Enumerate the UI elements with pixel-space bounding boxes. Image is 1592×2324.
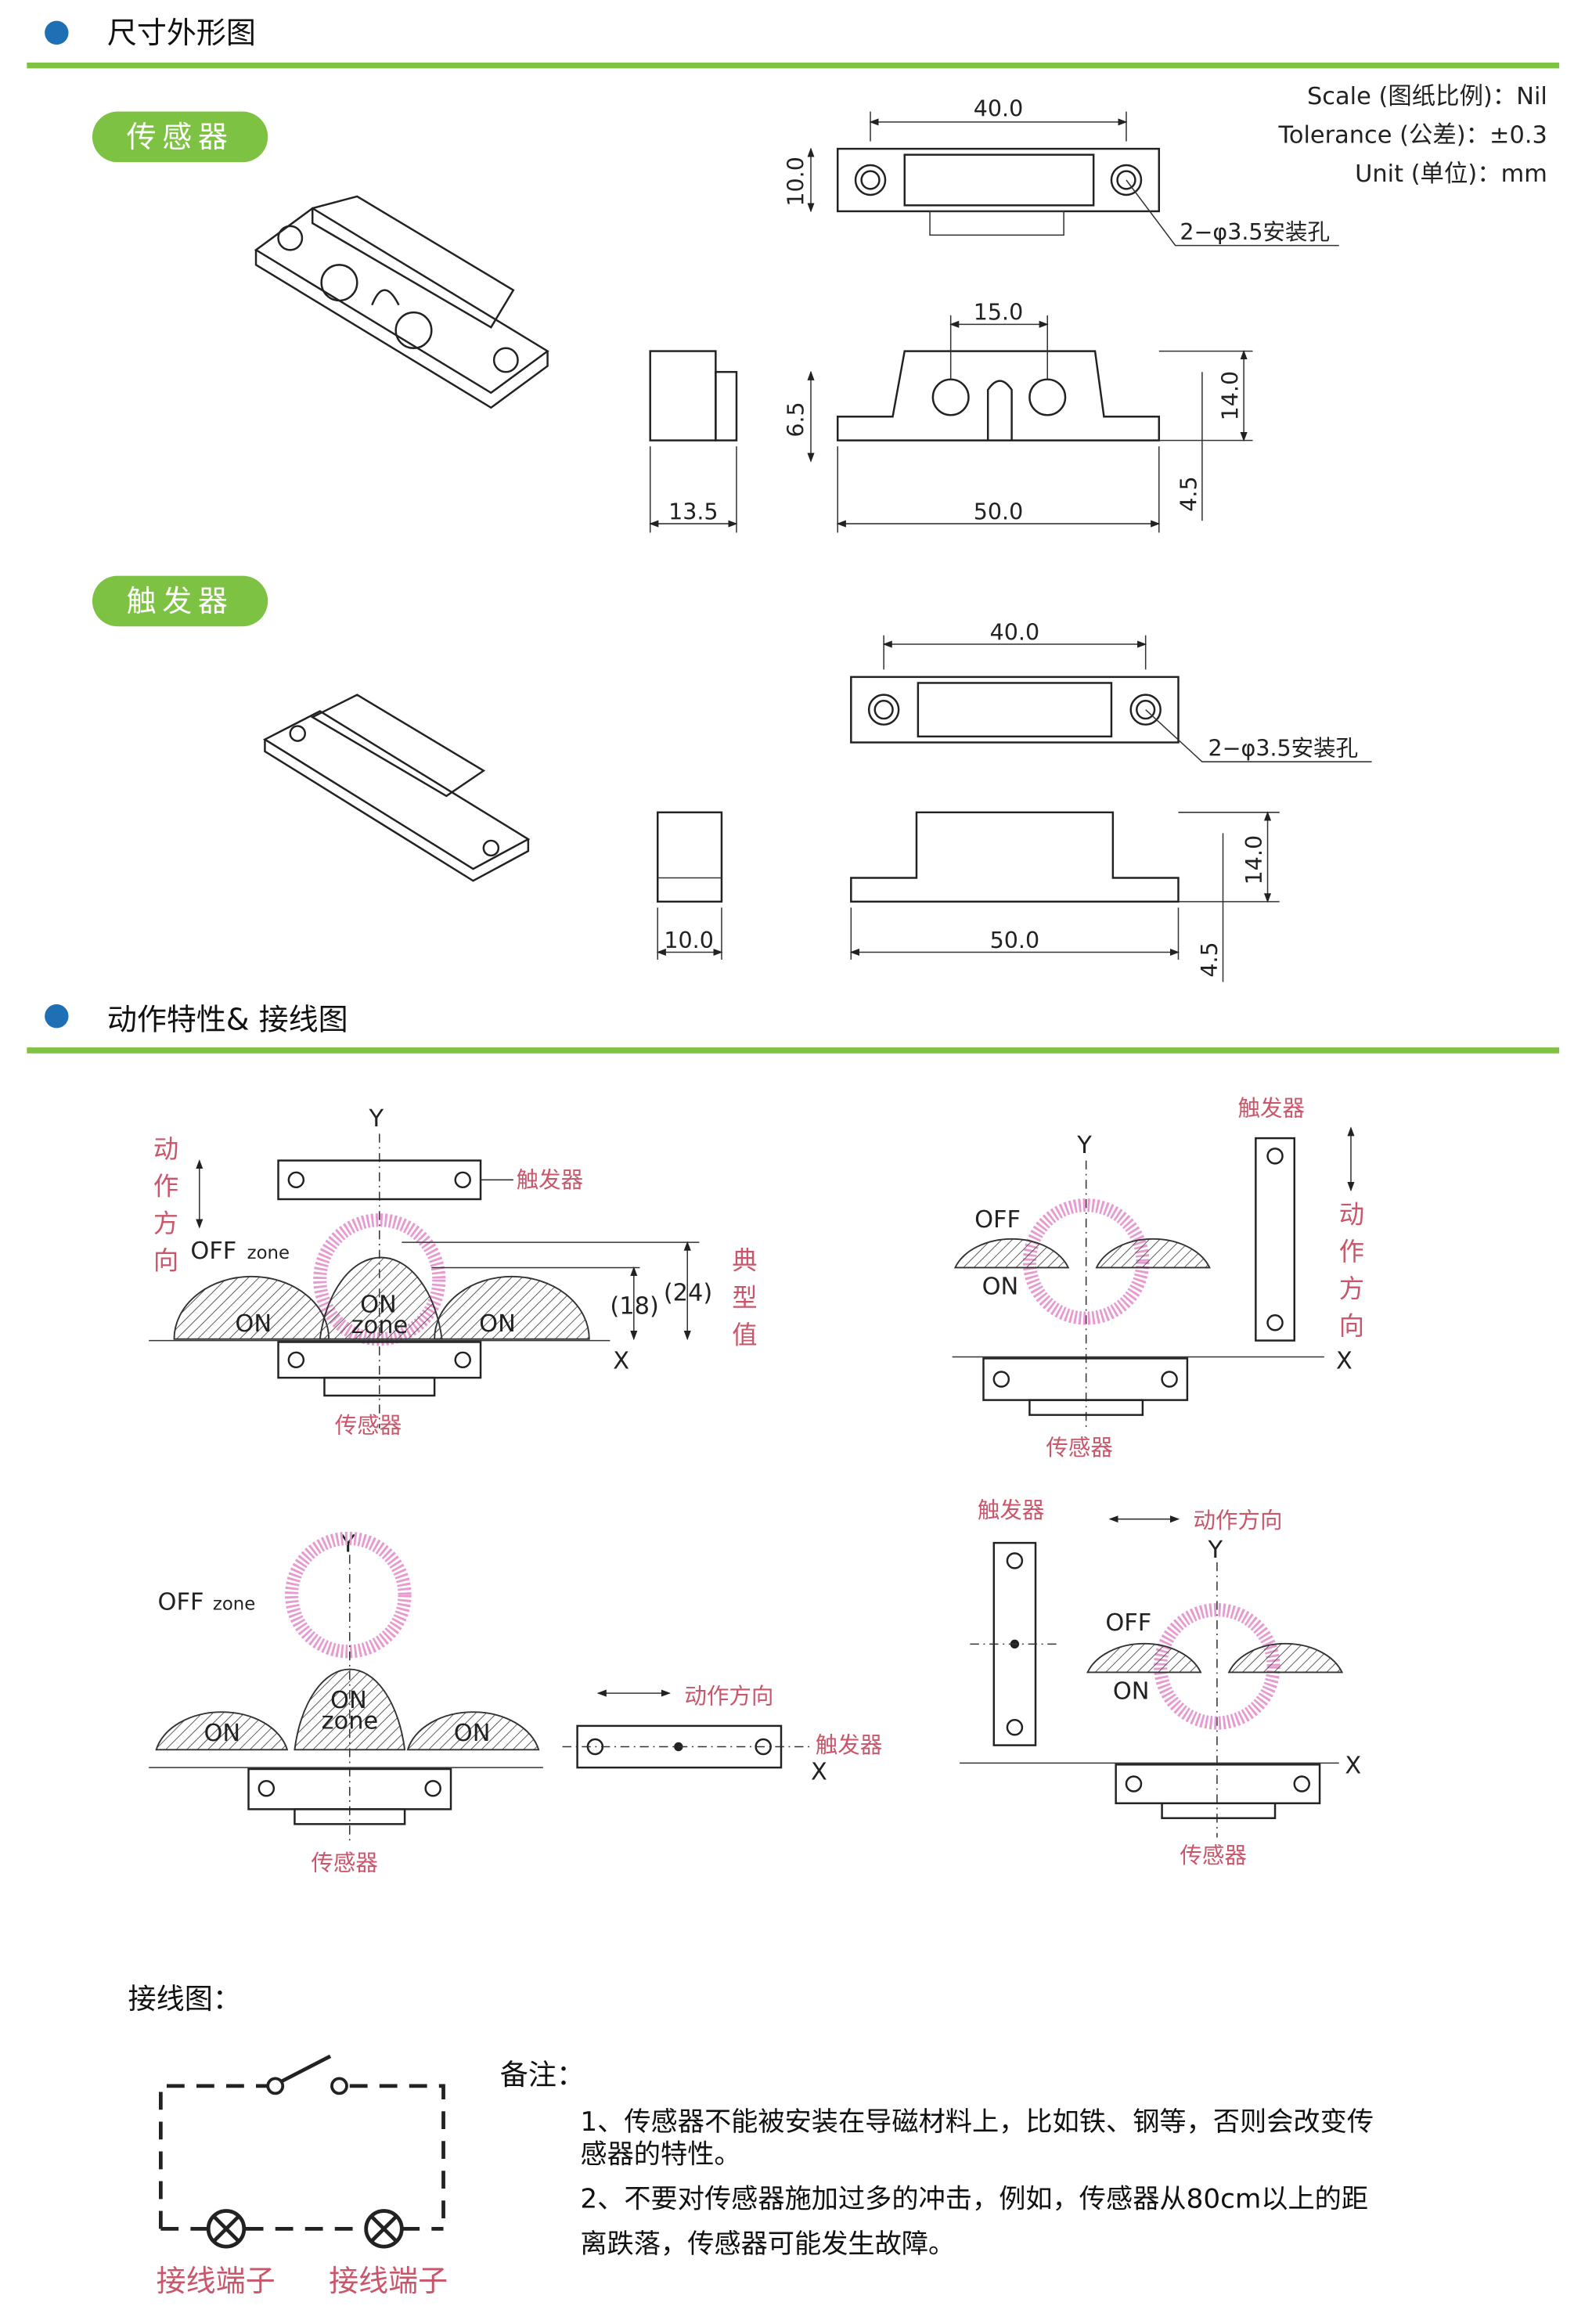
section-title-dimensions: 尺寸外形图 [107, 16, 256, 50]
diagram-label: 动 [153, 1134, 178, 1164]
diagram-label: ON [982, 1274, 1019, 1301]
diagram-label: 动作方向 [684, 1683, 773, 1709]
dim-sensor-h1: 6.5 [783, 402, 809, 437]
diagram-lateral-approach: OFF zone Y ON ON zone ON 传感器 动作方向 触发器 X [149, 1531, 883, 1875]
dim-sensor-top-height: 10.0 [783, 157, 809, 206]
diagram-label: (24) [664, 1279, 712, 1306]
dim-sensor-base-height: 4.5 [1176, 476, 1201, 511]
diagram-label: X [1345, 1753, 1361, 1780]
trigger-pill [92, 575, 268, 627]
diagram-label: 传感器 [1180, 1843, 1247, 1868]
sensor-side-view: 13.5 [649, 350, 738, 533]
diagram-label: 触发器 [517, 1167, 584, 1193]
switch-contact [266, 2077, 285, 2095]
sensor-isometric-drawing [254, 195, 549, 409]
diagram-label: ON [204, 1720, 240, 1747]
diagram-label: ON [1113, 1678, 1150, 1706]
dim-sensor-holes: 2−φ3.5安装孔 [1180, 219, 1330, 245]
diagram-label: 触发器 [816, 1732, 883, 1758]
section-title-characteristics: 动作特性& 接线图 [107, 1002, 348, 1036]
diagram-label: OFF [1105, 1609, 1151, 1637]
scale-text: Scale (图纸比例)：Nil [1307, 83, 1547, 110]
diagram-perpendicular-lateral: 触发器 动作方向 Y OFF ON X 传感器 [960, 1497, 1361, 1868]
dim-trigger-top-length: 40.0 [990, 619, 1039, 645]
trigger-top-view: 40.0 2−φ3.5安装孔 [850, 619, 1372, 762]
note-2-line-1: 2、不要对传感器施加过多的冲击，例如，传感器从80cm以上的距 [580, 2184, 1368, 2215]
diagram-label: ON [360, 1291, 397, 1318]
diagram-label: 典 [732, 1245, 757, 1275]
trigger-isometric-drawing [262, 694, 531, 882]
diagram-label: 传感器 [335, 1412, 402, 1438]
sensor-top-view: 40.0 10.0 2−φ3.5安装孔 [783, 95, 1339, 247]
dim-sensor-length: 50.0 [974, 499, 1023, 524]
switch-icon [280, 2054, 332, 2084]
diagram-label: zone [247, 1243, 290, 1263]
switch-contact [330, 2077, 348, 2095]
diagram-label: (18) [610, 1292, 658, 1320]
wiring-title: 接线图： [128, 1982, 241, 2016]
dim-sensor-slot: 15.0 [974, 300, 1023, 326]
dim-trigger-total-height: 14.0 [1241, 835, 1267, 885]
diagram-label: X [1336, 1348, 1352, 1375]
bullet-icon [45, 20, 69, 45]
dim-trigger-holes: 2−φ3.5安装孔 [1208, 736, 1359, 762]
bullet-icon [45, 1004, 69, 1029]
sensor-front-view: 15.0 6.5 50.0 14.0 4.5 [783, 300, 1253, 533]
diagram-label: 向 [153, 1245, 178, 1275]
diagram-label: 传感器 [311, 1850, 378, 1875]
diagram-perpendicular-vertical: 触发器 动 作 方 向 Y OFF ON X 传感器 [952, 1096, 1364, 1461]
diagram-label: 作 [153, 1171, 178, 1201]
diagram-label: zone [213, 1594, 255, 1615]
note-1-line-1: 1、传感器不能被安装在导磁材料上，比如铁、钢等，否则会改变传 [580, 2106, 1374, 2138]
diagram-label: ON [330, 1687, 367, 1714]
diagram-label: 动作方向 [1194, 1508, 1283, 1533]
diagram-label: zone [322, 1708, 379, 1735]
diagram-label: OFF [158, 1589, 204, 1616]
trigger-pill-label: 触发器 [127, 584, 234, 618]
dim-trigger-base-height: 4.5 [1197, 942, 1223, 977]
dim-sensor-width: 13.5 [668, 499, 718, 524]
note-2-line-2: 离跌落，传感器可能发生故障。 [580, 2229, 955, 2260]
diagram-label: 触发器 [978, 1497, 1045, 1523]
trigger-side-view: 10.0 [656, 811, 723, 960]
diagram-label: OFF [974, 1206, 1021, 1234]
unit-text: Unit (单位)：mm [1355, 160, 1547, 188]
diagram-label: 动 [1339, 1199, 1364, 1229]
diagram-label: 向 [1339, 1311, 1364, 1341]
dim-sensor-total-height: 14.0 [1218, 371, 1244, 420]
dim-sensor-top-length: 40.0 [974, 95, 1023, 121]
diagram-label: ON [479, 1310, 516, 1338]
diagram-label: zone [351, 1312, 409, 1339]
diagram-vertical-approach: 动 作 方 向 Y 触发器 OFF zone ON ON zone ON X 传… [149, 1105, 758, 1438]
trigger-front-view: 50.0 14.0 4.5 [849, 811, 1280, 982]
diagram-label: Y [1208, 1537, 1223, 1564]
diagram-label: 型 [732, 1283, 757, 1313]
dim-trigger-width: 10.0 [664, 928, 713, 953]
diagram-label: 方 [153, 1209, 178, 1238]
terminal-label-2: 接线端子 [329, 2264, 448, 2298]
diagram-label: X [811, 1758, 827, 1785]
diagram-label: OFF [190, 1238, 236, 1265]
note-1-line-2: 感器的特性。 [580, 2139, 740, 2171]
diagram-label: ON [235, 1310, 272, 1338]
diagram-label: 值 [732, 1320, 757, 1349]
diagram-label: X [613, 1348, 629, 1375]
notes-title: 备注： [500, 2058, 585, 2092]
sensor-pill [92, 111, 268, 163]
terminal-label-1: 接线端子 [157, 2264, 276, 2298]
wiring-diagram: 接线端子 接线端子 [157, 2054, 448, 2298]
diagram-label: Y [1076, 1132, 1092, 1159]
diagram-label: 方 [1339, 1274, 1364, 1303]
terminal-icon [206, 2209, 247, 2249]
sensor-pill-label: 传感器 [127, 120, 234, 154]
diagram-label: 触发器 [1238, 1096, 1306, 1122]
terminal-icon [364, 2209, 404, 2249]
diagram-label: 作 [1339, 1237, 1364, 1266]
diagram-label: Y [368, 1105, 384, 1133]
tolerance-text: Tolerance (公差)：±0.3 [1277, 121, 1547, 149]
diagram-label: ON [454, 1720, 491, 1747]
dim-trigger-length: 50.0 [990, 928, 1039, 953]
diagram-label: 传感器 [1046, 1435, 1113, 1461]
